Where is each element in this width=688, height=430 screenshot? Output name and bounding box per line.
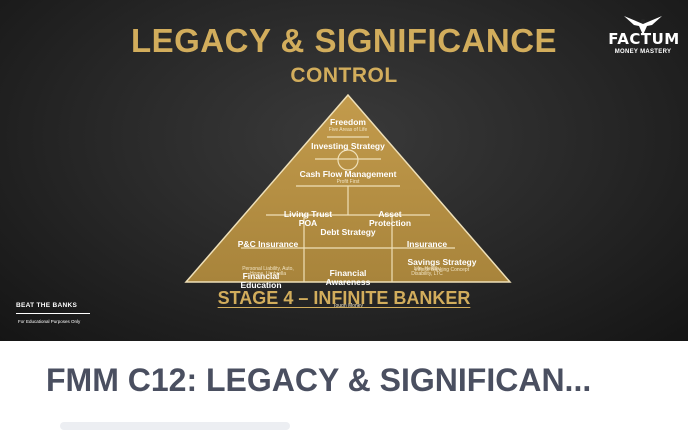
eagle-icon xyxy=(624,16,662,35)
tier-label: Debt Strategy xyxy=(320,227,376,237)
watermark-note: For Educational Purposes Only xyxy=(18,319,81,324)
card-title[interactable]: FMM C12: LEGACY & SIGNIFICAN... xyxy=(46,362,592,398)
tier-living-trust: Living Trust POA xyxy=(268,193,348,244)
tier-label: Financial Awareness xyxy=(325,267,371,287)
tier-label: Insurance xyxy=(406,238,448,249)
tier-label: Savings Strategy xyxy=(407,257,477,267)
pyramid-diagram xyxy=(184,93,512,283)
tier-financial-education: Financial Education xyxy=(218,255,304,306)
tier-cashflow: Cash Flow Management Profit First xyxy=(278,170,418,185)
tier-investing: Investing Strategy xyxy=(298,142,398,151)
tier-label: Investing Strategy xyxy=(311,141,385,151)
slide-title: LEGACY & SIGNIFICANCE xyxy=(130,22,558,59)
circle-emblem-icon xyxy=(337,149,359,171)
tier-sublabel: Five Areas of Life xyxy=(328,126,368,133)
tier-insurance: Insurance Life, Health, Disability, LTC xyxy=(392,223,462,294)
stage-heading: STAGE 4 – INFINITE BANKER xyxy=(217,288,471,308)
logo-subtitle: MONEY MASTERY xyxy=(614,49,672,55)
tier-sublabel: Personal Liability, Auto, Home, Umbrella xyxy=(242,265,294,277)
tier-label: Freedom xyxy=(330,117,366,127)
slide-subtitle: CONTROL xyxy=(290,64,398,87)
watermark-brand: BEAT THE BANKS xyxy=(16,302,78,309)
factum-logo: FACTUM MONEY MASTERY xyxy=(600,8,686,60)
slide-thumbnail[interactable]: LEGACY & SIGNIFICANCE CONTROL FACTUM MON… xyxy=(0,0,688,341)
tier-sublabel: Life, Health, Disability, LTC xyxy=(411,265,443,277)
tier-sublabel: Profit First xyxy=(336,178,360,185)
tier-label: Asset Protection xyxy=(368,208,412,228)
logo-brand: FACTUM xyxy=(608,30,680,48)
tier-label: Financial Education xyxy=(240,270,282,290)
card-meta-placeholder xyxy=(60,422,290,430)
tier-label: Cash Flow Management xyxy=(299,169,397,179)
tier-asset-protection: Asset Protection xyxy=(350,193,430,244)
watermark-divider xyxy=(16,313,90,314)
tier-freedom: Freedom Five Areas of Life xyxy=(308,118,388,133)
tier-label: Living Trust POA xyxy=(283,208,333,228)
tier-sublabel: Tough Money xyxy=(332,303,364,310)
pyramid-dividers xyxy=(241,136,455,282)
tier-label: P&C Insurance xyxy=(237,238,299,249)
tier-financial-awareness: Financial Awareness Tough Money xyxy=(304,252,392,326)
tier-pc-insurance: P&C Insurance Personal Liability, Auto, … xyxy=(232,223,304,294)
tier-savings: Savings Strategy Infinite Banking Concep… xyxy=(392,258,492,273)
tier-debt: Debt Strategy xyxy=(304,228,392,237)
tier-sublabel: Infinite Banking Concept xyxy=(414,266,470,273)
